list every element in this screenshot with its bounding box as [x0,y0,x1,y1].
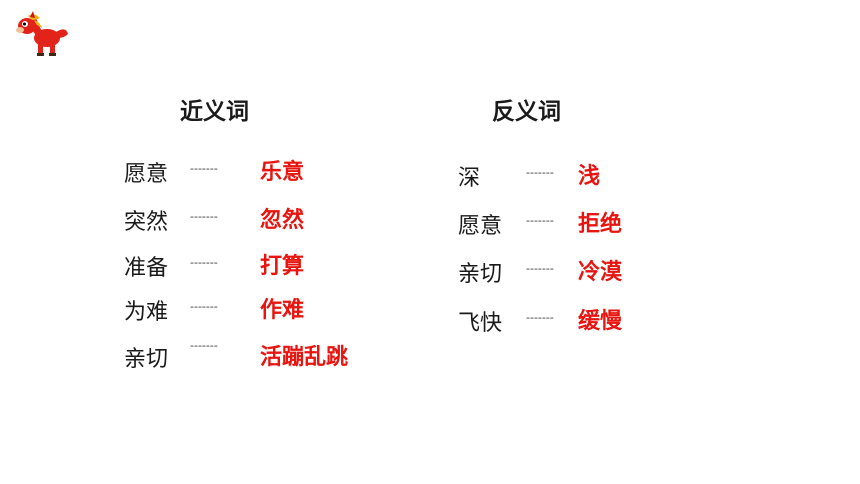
antonym-word: 亲切 [458,262,503,287]
synonym-word: 突然 [124,210,169,235]
antonym-word: 愿意 [458,214,503,239]
synonym-answer: 作难 [260,298,305,323]
dash-connector: ------- [526,166,554,179]
synonym-answer: 忽然 [260,208,305,233]
dash-connector: ------- [526,262,554,275]
dash-connector: ------- [190,300,218,313]
synonym-answer: 活蹦乱跳 [260,345,349,370]
synonym-word: 为难 [124,300,169,325]
dash-connector: ------- [190,339,218,352]
dash-connector: ------- [190,210,218,223]
antonym-answer: 拒绝 [578,212,623,237]
antonym-answer: 浅 [578,164,601,189]
synonym-answer: 乐意 [260,160,305,185]
dash-connector: ------- [190,256,218,269]
red-horse-icon [14,8,70,60]
dash-connector: ------- [526,214,554,227]
antonyms-heading: 反义词 [492,99,561,125]
synonym-word: 准备 [124,256,169,281]
antonym-word: 飞快 [458,311,503,336]
dash-connector: ------- [190,162,218,175]
synonym-word: 愿意 [124,162,169,187]
synonym-word: 亲切 [124,347,169,372]
antonym-word: 深 [458,166,481,191]
dash-connector: ------- [526,311,554,324]
antonym-answer: 缓慢 [578,309,623,334]
antonym-answer: 冷漠 [578,260,623,285]
synonyms-heading: 近义词 [180,99,249,125]
synonym-answer: 打算 [260,254,305,279]
